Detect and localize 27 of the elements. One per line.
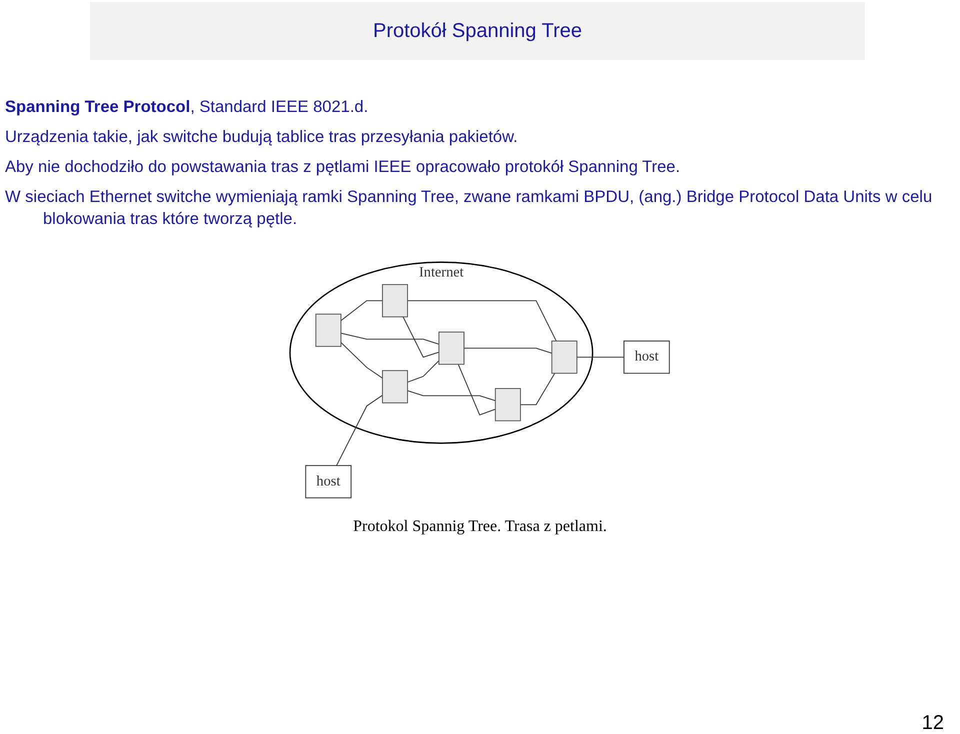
- connector: [340, 332, 440, 345]
- connector: [402, 316, 440, 358]
- connector: [464, 348, 553, 354]
- node-box: [382, 370, 408, 404]
- body-text: Urządzenia takie, jak switche budują tablice tras przesyłania pakietów.: [5, 127, 519, 148]
- connector: [520, 372, 556, 406]
- node-box: host: [306, 465, 352, 498]
- slide-title: Protokół Spanning Tree: [372, 20, 584, 43]
- body-text: W sieciach Ethernet switche wymieniają ramki Spanning Tree, zwane ramkami BPDU, (ang.) Bridge Protocol Data Units w celu blokowania tras które tworzą pętle.: [5, 187, 934, 230]
- connector: [458, 364, 496, 416]
- page-number: 12: [922, 712, 944, 734]
- node-box: [438, 332, 465, 365]
- connector: [340, 342, 384, 379]
- body-text: Spanning Tree Protocol, Standard IEEE 8021.d.: [5, 97, 370, 118]
- diagram-caption: Protokol Spannig Tree. Trasa z petlami.: [352, 518, 608, 536]
- connector: [336, 394, 384, 466]
- connector: [407, 360, 440, 383]
- connector: [407, 300, 558, 342]
- connector: [340, 300, 384, 322]
- node-box: host: [624, 340, 670, 374]
- body-text: Aby nie dochodziło do powstawania tras z pętlami IEEE opracowało protokół Spanning Tree.: [5, 157, 682, 178]
- node-box: [382, 284, 408, 318]
- node-box: [495, 388, 522, 422]
- connector: [407, 390, 496, 402]
- connector: [576, 356, 625, 358]
- node-box: [316, 314, 342, 347]
- node-box: [552, 340, 578, 374]
